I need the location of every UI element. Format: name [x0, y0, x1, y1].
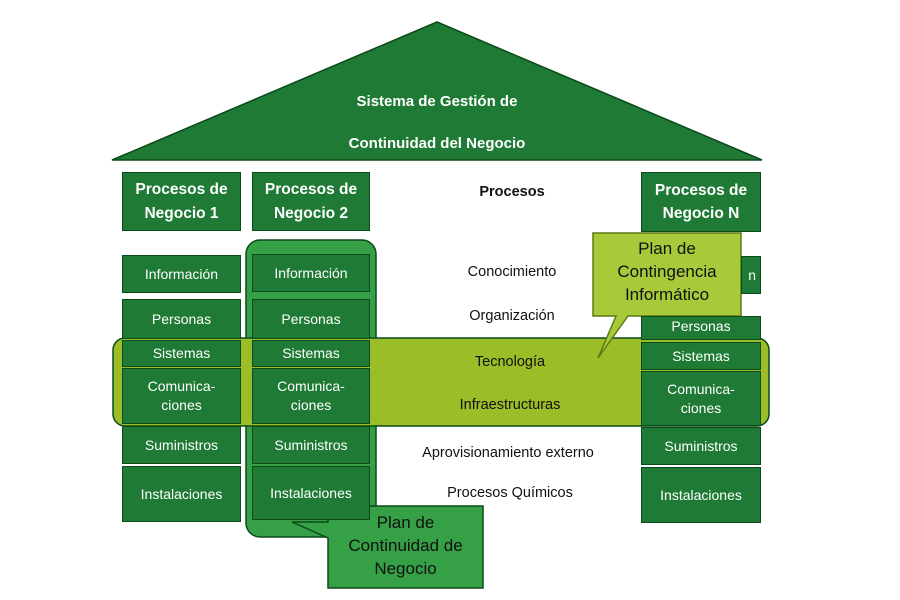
column-n-item-comunicaciones: Comunica- ciones — [641, 371, 761, 426]
column-2-header-line-2: Negocio 2 — [273, 204, 349, 222]
column-n-header-line-2: Negocio N — [662, 205, 740, 222]
contingencia-line-1: Plan de — [638, 239, 696, 258]
column-2-item-sistemas: Sistemas — [252, 340, 370, 367]
label-aprovisionamiento-externo: Aprovisionamiento externo — [422, 445, 594, 461]
column-n-item-informacion: n — [741, 256, 761, 294]
column-1-item-comunicaciones: Comunica- ciones — [122, 368, 241, 424]
label-infraestructuras: Infraestructuras — [459, 397, 561, 413]
column-1-comunicaciones-line-2: ciones — [161, 397, 202, 413]
label-tecnologia: Tecnología — [474, 354, 546, 370]
continuidad-line-3: Negocio — [374, 558, 437, 578]
column-n-header: Procesos de Negocio N — [641, 172, 761, 232]
column-2-item-personas: Personas — [252, 299, 370, 339]
column-2-comunicaciones-line-1: Comunica- — [277, 378, 345, 395]
column-1-comunicaciones-line-1: Comunica- — [147, 378, 216, 395]
column-2-comunicaciones-line-2: ciones — [290, 397, 332, 413]
column-1-item-informacion: Información — [122, 255, 241, 293]
column-1-header: Procesos de Negocio 1 — [122, 172, 241, 231]
label-procesos: Procesos — [479, 184, 545, 200]
column-2-header-line-1: Procesos de — [264, 181, 358, 199]
continuidad-line-2: Continuidad de — [348, 535, 463, 555]
column-2-header: Procesos de Negocio 2 — [252, 172, 370, 231]
column-1-item-personas: Personas — [122, 299, 241, 339]
roof — [111, 21, 763, 161]
label-organizacion: Organización — [469, 308, 555, 324]
column-n-item-personas: Personas — [641, 316, 761, 340]
contingencia-callout-text: Plan de Contingencia Informático — [593, 238, 741, 307]
continuidad-callout-shape — [291, 505, 484, 589]
column-1-header-line-1: Procesos de — [135, 181, 228, 199]
column-n-comunicaciones-line-1: Comunica- — [667, 380, 735, 397]
contingencia-callout-shape — [592, 232, 742, 359]
label-procesos-quimicos: Procesos Químicos — [447, 485, 573, 501]
contingencia-line-2: Contingencia — [617, 261, 717, 281]
roof-title-line-1: Sistema de Gestión de — [356, 93, 518, 110]
column-2-item-comunicaciones: Comunica- ciones — [252, 368, 370, 424]
column-1-item-suministros: Suministros — [122, 426, 241, 464]
column-1-header-line-2: Negocio 1 — [144, 204, 219, 222]
column-2-item-informacion: Información — [252, 254, 370, 292]
column-n-item-instalaciones: Instalaciones — [641, 467, 761, 523]
column-n-header-line-1: Procesos de — [654, 181, 748, 199]
column-1-item-sistemas: Sistemas — [122, 340, 241, 367]
column-2-item-suministros: Suministros — [252, 426, 370, 464]
column-n-item-suministros: Suministros — [641, 427, 761, 465]
column-n-comunicaciones-line-2: ciones — [680, 399, 722, 416]
column-n-informacion-visible-tail: n — [748, 266, 756, 283]
label-conocimiento: Conocimiento — [467, 264, 557, 280]
continuidad-line-1: Plan de — [376, 513, 435, 532]
roof-title-line-2: Continuidad del Negocio — [348, 135, 526, 152]
contingencia-line-3: Informático — [624, 284, 710, 304]
column-2-item-instalaciones: Instalaciones — [252, 466, 370, 520]
continuidad-callout-text: Plan de Continuidad de Negocio — [328, 512, 483, 581]
column-n-item-sistemas: Sistemas — [641, 342, 761, 370]
column-1-item-instalaciones: Instalaciones — [122, 466, 241, 522]
